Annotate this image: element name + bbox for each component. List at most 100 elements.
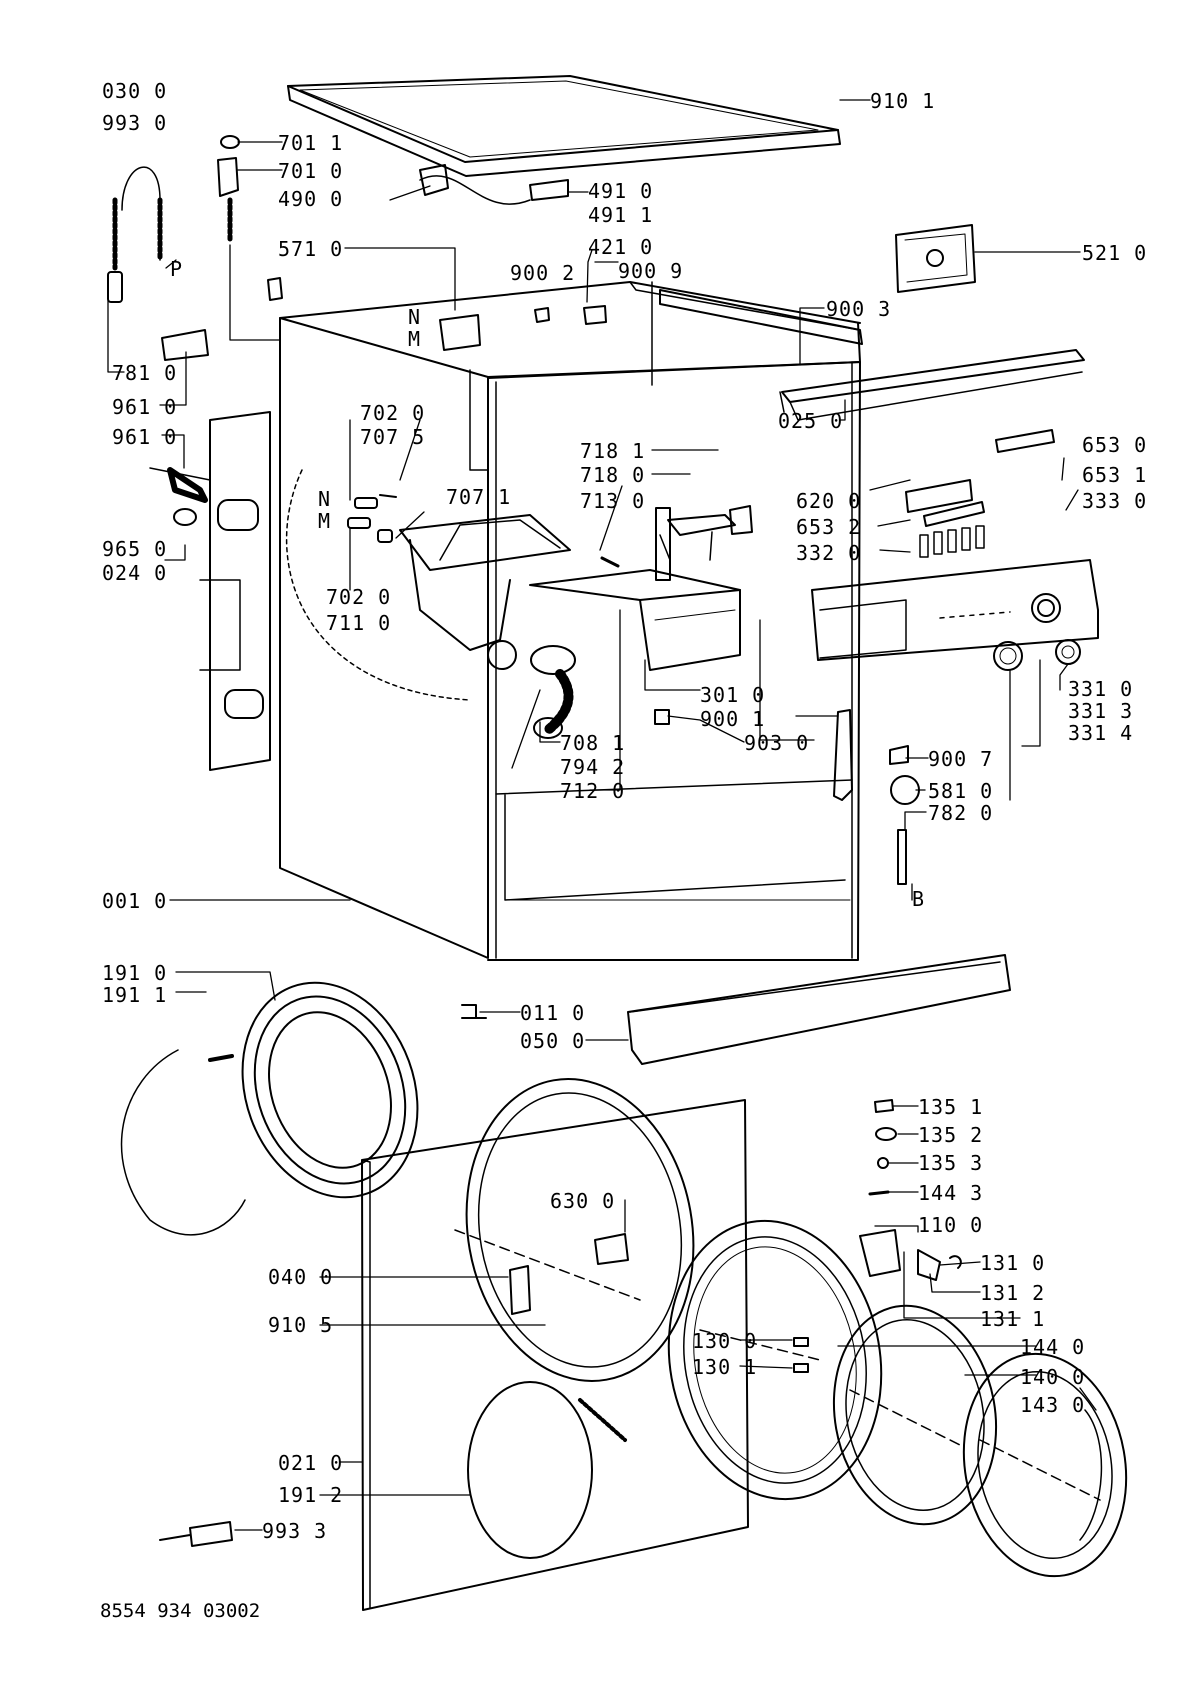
front-panel bbox=[361, 1078, 749, 1611]
part-961-0 bbox=[167, 467, 208, 503]
part-701-1 bbox=[220, 135, 240, 149]
label-993-0: 993 0 bbox=[102, 111, 168, 135]
inlet-rail bbox=[779, 349, 1085, 421]
label-110-0: 110 0 bbox=[918, 1213, 984, 1237]
hinge bbox=[859, 1229, 901, 1277]
label-131-1: 131 1 bbox=[980, 1307, 1046, 1331]
part-713-0 bbox=[600, 556, 620, 568]
label-191-2: 191 2 bbox=[278, 1483, 344, 1507]
rear-panel bbox=[199, 411, 271, 771]
label-903-0: 903 0 bbox=[744, 731, 810, 755]
water-valve bbox=[439, 314, 481, 351]
label-712-0: 712 0 bbox=[560, 779, 626, 803]
knob-331-4 bbox=[993, 641, 1023, 671]
label-900-2: 900 2 bbox=[510, 261, 576, 285]
label-900-7: 900 7 bbox=[928, 747, 994, 771]
label-702-0-a: 702 0 bbox=[360, 401, 426, 425]
leader-lines bbox=[107, 99, 1097, 1531]
label-900-9: 900 9 bbox=[618, 259, 684, 283]
label-491-0: 491 0 bbox=[588, 179, 654, 203]
part-571-0 bbox=[267, 277, 283, 301]
label-332-0: 332 0 bbox=[796, 541, 862, 565]
door-glass bbox=[832, 1304, 998, 1526]
label-794-2: 794 2 bbox=[560, 755, 626, 779]
hose-assembly-993-0 bbox=[107, 166, 163, 303]
label-781-0: 781 0 bbox=[112, 361, 178, 385]
screw-135-1 bbox=[874, 1099, 894, 1113]
label-630-0: 630 0 bbox=[550, 1189, 616, 1213]
bracket-653-0 bbox=[995, 429, 1055, 453]
part-718-0 bbox=[655, 507, 671, 581]
drawing-number: 8554 934 03002 bbox=[100, 1600, 261, 1622]
label-620-0: 620 0 bbox=[796, 489, 862, 513]
pin-m bbox=[347, 517, 371, 529]
label-653-1: 653 1 bbox=[1082, 463, 1148, 487]
label-910-5: 910 5 bbox=[268, 1313, 334, 1337]
label-001-0: 001 0 bbox=[102, 889, 168, 913]
label-131-0: 131 0 bbox=[980, 1251, 1046, 1275]
label-144-0: 144 0 bbox=[1020, 1335, 1086, 1359]
electronic-module bbox=[895, 224, 976, 293]
label-n-mid: N bbox=[318, 487, 332, 511]
label-707-1: 707 1 bbox=[446, 485, 512, 509]
label-701-0: 701 0 bbox=[278, 159, 344, 183]
push-buttons bbox=[919, 525, 985, 558]
label-m-top: M bbox=[408, 327, 422, 351]
label-143-0: 143 0 bbox=[1020, 1393, 1086, 1417]
part-701-0 bbox=[217, 157, 239, 197]
spring-135-2 bbox=[875, 1127, 897, 1141]
label-653-2: 653 2 bbox=[796, 515, 862, 539]
door-lock-switch bbox=[833, 709, 853, 801]
part-131-0 bbox=[949, 1255, 962, 1269]
label-n-top: N bbox=[408, 305, 422, 329]
knob-331-0 bbox=[1055, 639, 1081, 665]
label-491-1: 491 1 bbox=[588, 203, 654, 227]
part-630-0 bbox=[594, 1233, 629, 1265]
label-b: B bbox=[912, 887, 926, 911]
label-713-0: 713 0 bbox=[580, 489, 646, 513]
label-910-1: 910 1 bbox=[870, 89, 936, 113]
label-993-3: 993 3 bbox=[262, 1519, 328, 1543]
bracket-653-2 bbox=[923, 501, 985, 527]
screw-144-3 bbox=[868, 1190, 890, 1196]
label-135-2: 135 2 bbox=[918, 1123, 984, 1147]
part-130-0 bbox=[793, 1337, 809, 1347]
door-inner-frame bbox=[667, 1219, 883, 1501]
label-708-1: 708 1 bbox=[560, 731, 626, 755]
washer-135-3 bbox=[877, 1157, 889, 1169]
part-900-7 bbox=[889, 745, 909, 765]
label-333-0: 333 0 bbox=[1082, 489, 1148, 513]
label-025-0: 025 0 bbox=[778, 409, 844, 433]
label-707-5: 707 5 bbox=[360, 425, 426, 449]
label-581-0: 581 0 bbox=[928, 779, 994, 803]
label-131-2: 131 2 bbox=[980, 1281, 1046, 1305]
keyboard-pcb bbox=[905, 479, 973, 513]
label-021-0: 021 0 bbox=[278, 1451, 344, 1475]
top-cover-panel bbox=[287, 75, 841, 177]
hinge-plate bbox=[917, 1249, 941, 1281]
label-050-0: 050 0 bbox=[520, 1029, 586, 1053]
part-900-2 bbox=[534, 307, 550, 323]
label-961-0-b: 961 0 bbox=[112, 425, 178, 449]
label-521-0: 521 0 bbox=[1082, 241, 1148, 265]
cabinet-body bbox=[279, 281, 861, 961]
label-965-0: 965 0 bbox=[102, 537, 168, 561]
foot-011-0 bbox=[461, 1004, 487, 1019]
dispenser-hose bbox=[530, 645, 576, 739]
label-040-0: 040 0 bbox=[268, 1265, 334, 1289]
pressure-switch bbox=[890, 775, 920, 805]
label-331-0: 331 0 bbox=[1068, 677, 1134, 701]
label-490-0: 490 0 bbox=[278, 187, 344, 211]
label-711-0: 711 0 bbox=[326, 611, 392, 635]
label-m-mid: M bbox=[318, 509, 332, 533]
hose-782-0 bbox=[897, 829, 907, 885]
label-144-3: 144 3 bbox=[918, 1181, 984, 1205]
pin-n bbox=[354, 497, 378, 509]
label-130-0: 130 0 bbox=[692, 1329, 758, 1353]
label-653-0: 653 0 bbox=[1082, 433, 1148, 457]
label-140-0: 140 0 bbox=[1020, 1365, 1086, 1389]
label-782-0: 782 0 bbox=[928, 801, 994, 825]
kick-plate bbox=[627, 954, 1011, 1065]
